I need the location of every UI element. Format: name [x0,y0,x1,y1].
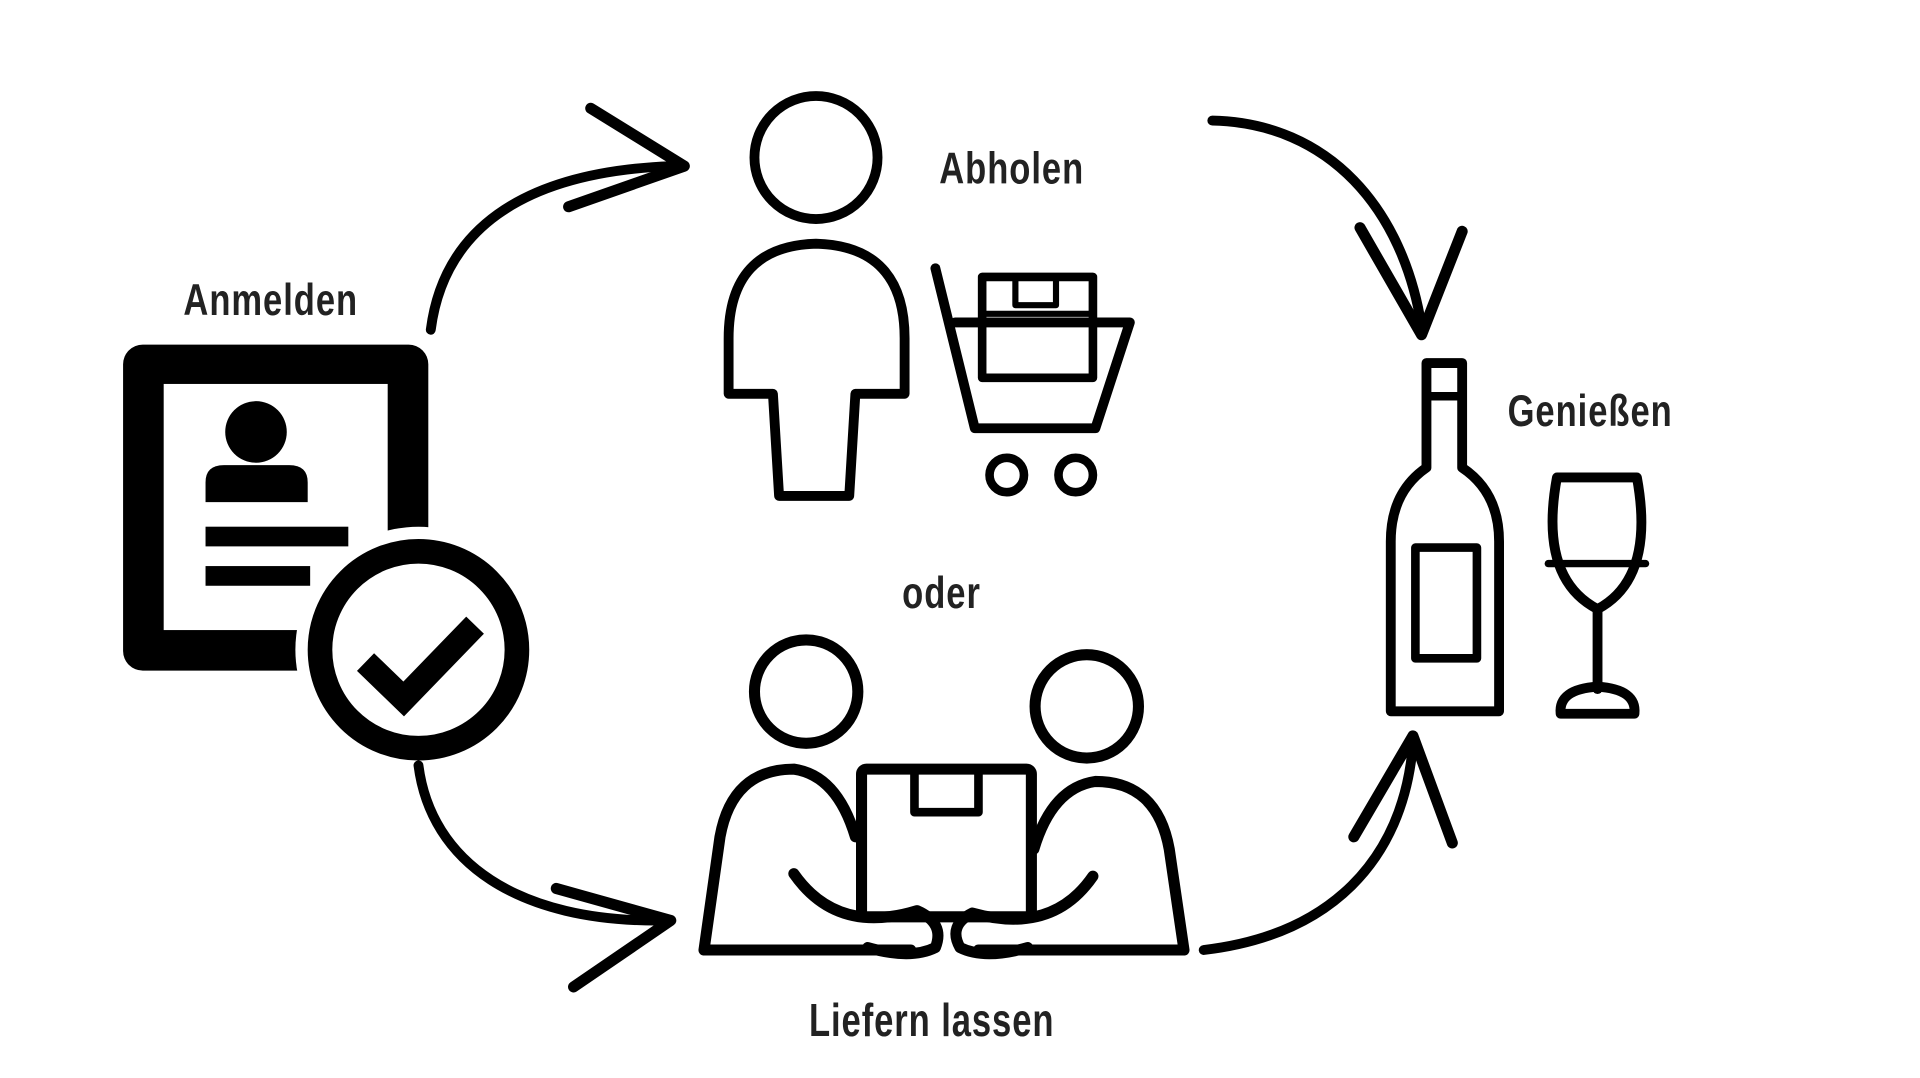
label-liefern-lassen: Liefern lassen [809,994,1054,1046]
label-abholen: Abholen [939,144,1084,193]
id-card-check-icon [123,344,542,773]
label-anmelden: Anmelden [183,276,358,325]
wine-bottle-glass-icon [1385,358,1650,719]
delivery-handover-icon [698,634,1190,960]
person-cart-icon [723,91,1135,501]
arrow-pickup-to-enjoy [1207,115,1468,341]
arrow-register-to-pickup [425,102,690,335]
label-oder: oder [902,569,981,618]
label-geniessen: Genießen [1508,387,1673,436]
arrow-register-to-delivery [413,760,677,993]
arrow-delivery-to-enjoy [1198,730,1458,955]
